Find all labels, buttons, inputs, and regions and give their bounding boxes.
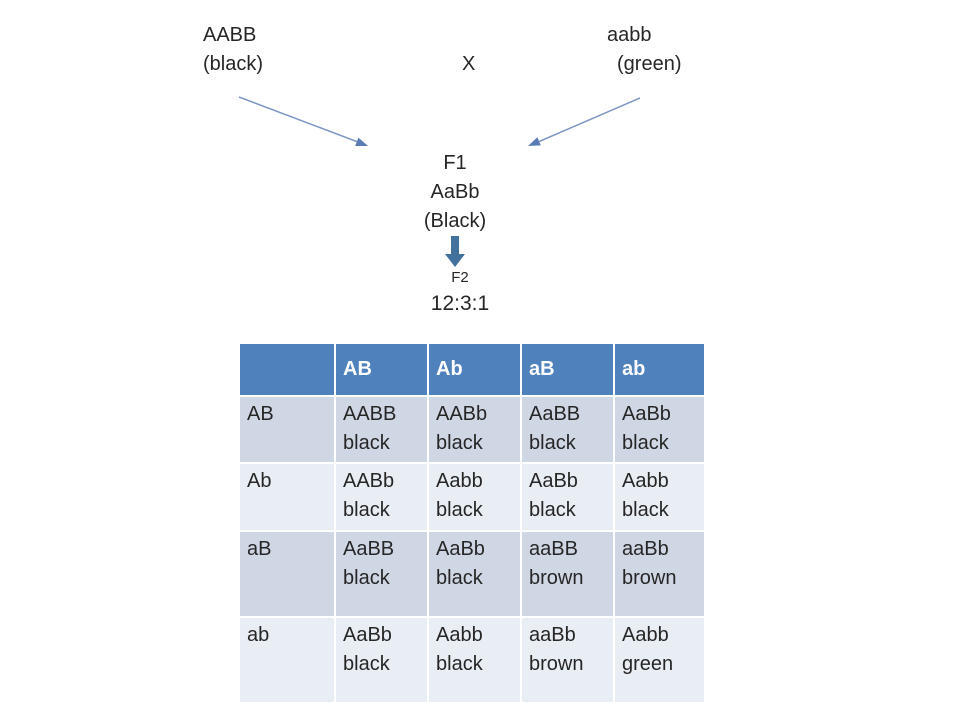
genotype: AaBb <box>529 470 578 492</box>
genotype-cell: Aabb green <box>613 616 706 704</box>
right-cross-arrow-line <box>537 97 641 143</box>
phenotype: black <box>436 499 483 521</box>
phenotype: brown <box>622 567 677 589</box>
genotype: AaBB <box>343 538 395 560</box>
down-arrow-icon <box>445 236 465 267</box>
genotype-cell: AaBb black <box>520 462 615 532</box>
right-arrowhead-icon <box>528 137 541 146</box>
phenotype: black <box>343 567 390 589</box>
table-row: ab AaBb black Aabb black aaBb brown Aabb… <box>238 616 706 704</box>
phenotype: brown <box>529 567 584 589</box>
genotype: Aabb <box>622 624 669 646</box>
punnett-square-table: AB Ab aB ab AB AABB black AABb black AaB… <box>238 342 706 704</box>
genotype: AaBb <box>436 538 485 560</box>
genotype: aaBb <box>529 624 576 646</box>
genotype: AABB <box>343 403 397 425</box>
col-header: AB <box>334 342 429 397</box>
parent-right-phenotype: (green) <box>617 53 682 75</box>
genotype-cell: AABb black <box>427 395 522 464</box>
genotype-cell: Aabb black <box>427 616 522 704</box>
parent-right-genotype: aabb <box>607 24 652 46</box>
f1-label: F1 <box>443 152 467 174</box>
row-header: ab <box>238 616 336 704</box>
phenotype: black <box>436 653 483 675</box>
cross-symbol: X <box>462 53 476 75</box>
phenotype: black <box>343 499 390 521</box>
phenotype: black <box>436 567 483 589</box>
phenotype: black <box>436 432 483 454</box>
genotype-cell: Aabb black <box>427 462 522 532</box>
genotype: AABb <box>436 403 488 425</box>
genotype: Aabb <box>622 470 669 492</box>
genotype-cell: aaBB brown <box>520 530 615 618</box>
genotype: AaBb <box>343 624 392 646</box>
parent-left: AABB (black) <box>203 21 263 79</box>
genotype: AABb <box>343 470 395 492</box>
table-row: Ab AABb black Aabb black AaBb black Aabb… <box>238 462 706 532</box>
phenotype: black <box>343 653 390 675</box>
row-header: aB <box>238 530 336 618</box>
genotype: AaBb <box>622 403 671 425</box>
parent-left-genotype: AABB <box>203 24 257 46</box>
row-header: AB <box>238 395 336 464</box>
f1-genotype: AaBb <box>430 181 480 203</box>
genotype-cell: Aabb black <box>613 462 706 532</box>
genotype-cell: AaBb black <box>613 395 706 464</box>
row-header: Ab <box>238 462 336 532</box>
genotype: aaBB <box>529 538 578 560</box>
phenotype: green <box>622 653 674 675</box>
f1-phenotype: (Black) <box>423 210 487 232</box>
col-header: aB <box>520 342 615 397</box>
genotype-cell: AaBB black <box>334 530 429 618</box>
genotype-cell: AABb black <box>334 462 429 532</box>
genotype-cell: aaBb brown <box>613 530 706 618</box>
phenotype: black <box>529 432 576 454</box>
genotype-cell: aaBb brown <box>520 616 615 704</box>
phenotype: black <box>529 499 576 521</box>
phenotype: black <box>622 432 669 454</box>
genotype: Aabb <box>436 470 483 492</box>
genotype-cell: AaBb black <box>334 616 429 704</box>
genotype-cell: AABB black <box>334 395 429 464</box>
left-cross-arrow-line <box>238 96 359 143</box>
genotype: Aabb <box>436 624 483 646</box>
phenotype: black <box>343 432 390 454</box>
phenotype: black <box>622 499 669 521</box>
header-row: AB Ab aB ab <box>238 342 706 397</box>
f2-ratio: 12:3:1 <box>430 292 490 315</box>
table-row: aB AaBB black AaBb black aaBB brown aaBb… <box>238 530 706 618</box>
parent-right: aabb (green) <box>607 21 681 79</box>
genotype-cell: AaBB black <box>520 395 615 464</box>
col-header: Ab <box>427 342 522 397</box>
left-arrowhead-icon <box>355 137 368 146</box>
f1-block: F1 AaBb (Black) <box>375 149 535 236</box>
parent-left-phenotype: (black) <box>203 53 264 75</box>
f2-label: F2 <box>451 269 469 286</box>
genotype: aaBb <box>622 538 669 560</box>
genotype: AaBB <box>529 403 581 425</box>
table-row: AB AABB black AABb black AaBB black AaBb… <box>238 395 706 464</box>
col-header: ab <box>613 342 706 397</box>
genotype-cell: AaBb black <box>427 530 522 618</box>
corner-cell <box>238 342 336 397</box>
phenotype: brown <box>529 653 584 675</box>
